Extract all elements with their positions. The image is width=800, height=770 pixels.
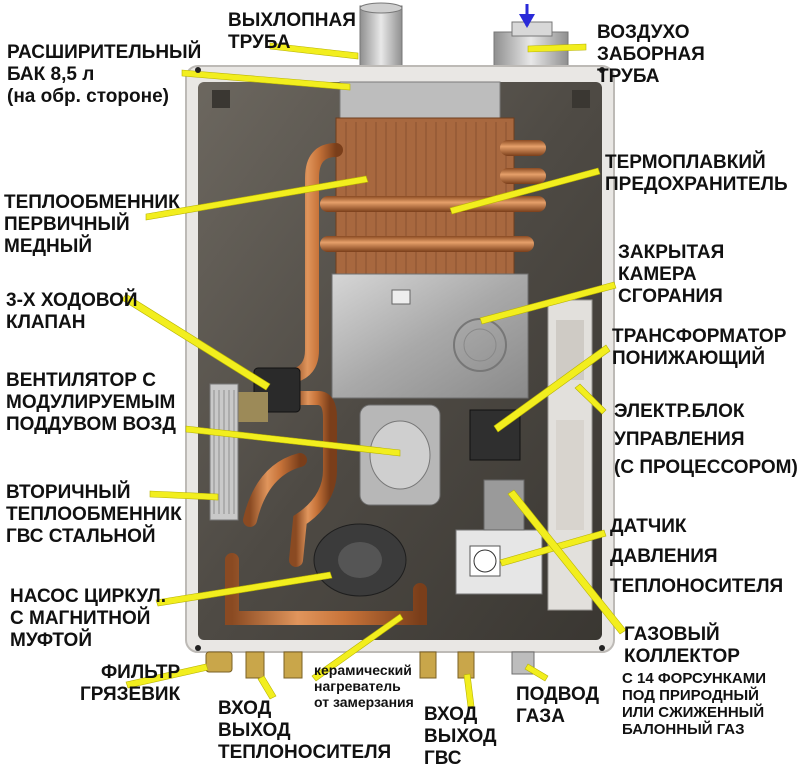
label-exhaust-pipe: ВЫХЛОПНАЯ ТРУБА — [228, 10, 356, 53]
label-secondary-heat-exchanger: ВТОРИЧНЫЙ ТЕПЛООБМЕННИК ГВС СТАЛЬНОЙ — [6, 482, 182, 547]
exhaust-pipe — [359, 2, 403, 77]
label-three-way-valve: 3-Х ХОДОВОЙ КЛАПАН — [6, 290, 138, 333]
label-gas-supply: ПОДВОД ГАЗА — [516, 684, 600, 727]
corner-screws — [195, 67, 605, 651]
label-thermal-fuse: ТЕРМОПЛАВКИЙ ПРЕДОХРАНИТЕЛЬ — [605, 152, 788, 195]
label-antifreeze-heater: керамический нагреватель от замерзания — [314, 662, 414, 710]
label-pressure-sensor: ДАТЧИК ДАВЛЕНИЯ ТЕПЛОНОСИТЕЛЯ — [610, 516, 784, 597]
air-flow-arrow — [519, 4, 535, 28]
label-control-unit: ЭЛЕКТР.БЛОК УПРАВЛЕНИЯ (С ПРОЦЕССОРОМ) — [614, 401, 798, 478]
label-circulation-pump: НАСОС ЦИРКУЛ. С МАГНИТНОЙ МУФТОЙ — [10, 586, 166, 651]
pressure-gauge — [455, 529, 543, 595]
three-way-valve — [238, 367, 301, 422]
label-gas-manifold-note: С 14 ФОРСУНКАМИ ПОД ПРИРОДНЫЙ ИЛИ СЖИЖЕН… — [622, 670, 767, 738]
label-step-down-transformer: ТРАНСФОРМАТОР ПОНИЖАЮЩИЙ — [612, 326, 787, 369]
label-primary-heat-exchanger: ТЕПЛООБМЕННИК ПЕРВИЧНЫЙ МЕДНЫЙ — [4, 192, 180, 257]
label-dhw-in-out: ВХОД ВЫХОД ГВС — [424, 704, 497, 769]
label-expansion-tank: РАСШИРИТЕЛЬНЫЙ БАК 8,5 л (на обр. сторон… — [7, 42, 202, 107]
label-combustion-chamber: ЗАКРЫТАЯ КАМЕРА СГОРАНИЯ — [618, 242, 725, 307]
label-mud-filter: ФИЛЬТР ГРЯЗЕВИК — [80, 662, 181, 705]
label-fan: ВЕНТИЛЯТОР С МОДУЛИРУЕМЫМ ПОДДУВОМ ВОЗД — [6, 370, 176, 435]
label-gas-manifold: ГАЗОВЫЙ КОЛЛЕКТОР — [624, 624, 740, 667]
combustion-chamber — [331, 273, 529, 399]
transformer — [469, 409, 521, 461]
circulation-pump — [313, 523, 407, 597]
pointer-arrows — [121, 42, 627, 708]
control-unit — [547, 299, 593, 611]
label-heating-in-out: ВХОД ВЫХОД ТЕПЛОНОСИТЕЛЯ — [218, 698, 392, 763]
label-air-intake-pipe: ВОЗДУХО ЗАБОРНАЯ ТРУБА — [597, 22, 705, 87]
